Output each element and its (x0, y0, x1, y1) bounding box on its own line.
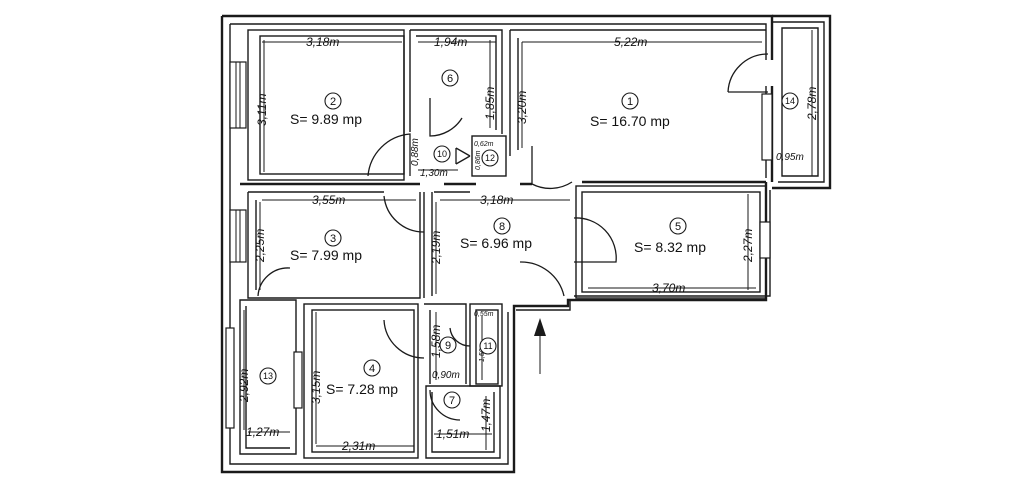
room-7-number: 7 (449, 395, 455, 407)
door-swings (257, 53, 769, 421)
room-14-number: 14 (785, 96, 795, 106)
room-14-width: 0,95m (776, 152, 804, 163)
room-4-width: 2,31m (341, 439, 375, 453)
room-9-width: 0,90m (432, 370, 460, 381)
room-8-height: 2,19m (429, 231, 443, 265)
room-11-number: 11 (483, 341, 492, 351)
room-3-number: 3 (330, 233, 336, 245)
room-12-number: 12 (485, 153, 495, 163)
room-2-width: 3,18m (306, 35, 339, 49)
room-9-height: 1,58m (429, 325, 443, 358)
room-13-number: 13 (263, 371, 273, 381)
room-10-width: 1,30m (420, 168, 448, 179)
room-8-width: 3,18m (480, 193, 513, 207)
room-5-width: 3,70m (652, 281, 685, 295)
room-7-width: 1,51m (436, 427, 469, 441)
room-6-height: 1,85m (483, 87, 497, 120)
room-4-height: 3,15m (309, 371, 323, 404)
entrance-arrow-icon (534, 318, 546, 374)
room-12-height: 0,86m (475, 150, 482, 170)
room-3-width: 3,55m (312, 193, 345, 207)
room-3-height: 2,25m (253, 229, 267, 263)
room-1-number: 1 (627, 96, 633, 108)
room-11-width: 0,55m (474, 311, 494, 318)
room-4-number: 4 (369, 363, 375, 375)
room-9-number: 9 (445, 340, 451, 352)
room-6-width: 1,94m (434, 35, 467, 49)
room-5-area: S= 8.32 mp (634, 239, 706, 255)
windows (225, 61, 773, 429)
room-1-height: 3,20m (515, 91, 529, 124)
walls (220, 14, 832, 474)
room-4-area: S= 7.28 mp (326, 381, 398, 397)
room-13-height: 2,92m (237, 369, 251, 403)
room-14-height: 2,78m (805, 87, 819, 121)
area-labels: S= 16.70 mp S= 9.89 mp S= 7.99 mp S= 7.2… (290, 111, 706, 397)
room-8-number: 8 (499, 221, 505, 233)
room-1-width: 5,22m (614, 35, 647, 49)
room-13-width: 1,27m (246, 425, 279, 439)
dimension-lines (243, 30, 813, 450)
room-2-number: 2 (330, 96, 336, 108)
room-2-height: 3,11m (255, 94, 269, 126)
room-numbers: 1 2 3 4 5 6 7 8 9 10 11 12 13 14 (259, 69, 799, 409)
room-7-height: 1,47m (479, 399, 493, 432)
room-8-area: S= 6.96 mp (460, 235, 532, 251)
room-2-area: S= 9.89 mp (290, 111, 362, 127)
room-5-number: 5 (675, 221, 681, 233)
room-1-area: S= 16.70 mp (590, 113, 670, 129)
room-3-area: S= 7.99 mp (290, 247, 362, 263)
room-6-number: 6 (447, 73, 453, 85)
room-12-width: 0,62m (474, 141, 494, 148)
room-5-height: 2,27m (741, 229, 755, 263)
room-10-number: 10 (437, 149, 447, 159)
room-10-height: 0,88m (410, 138, 421, 166)
